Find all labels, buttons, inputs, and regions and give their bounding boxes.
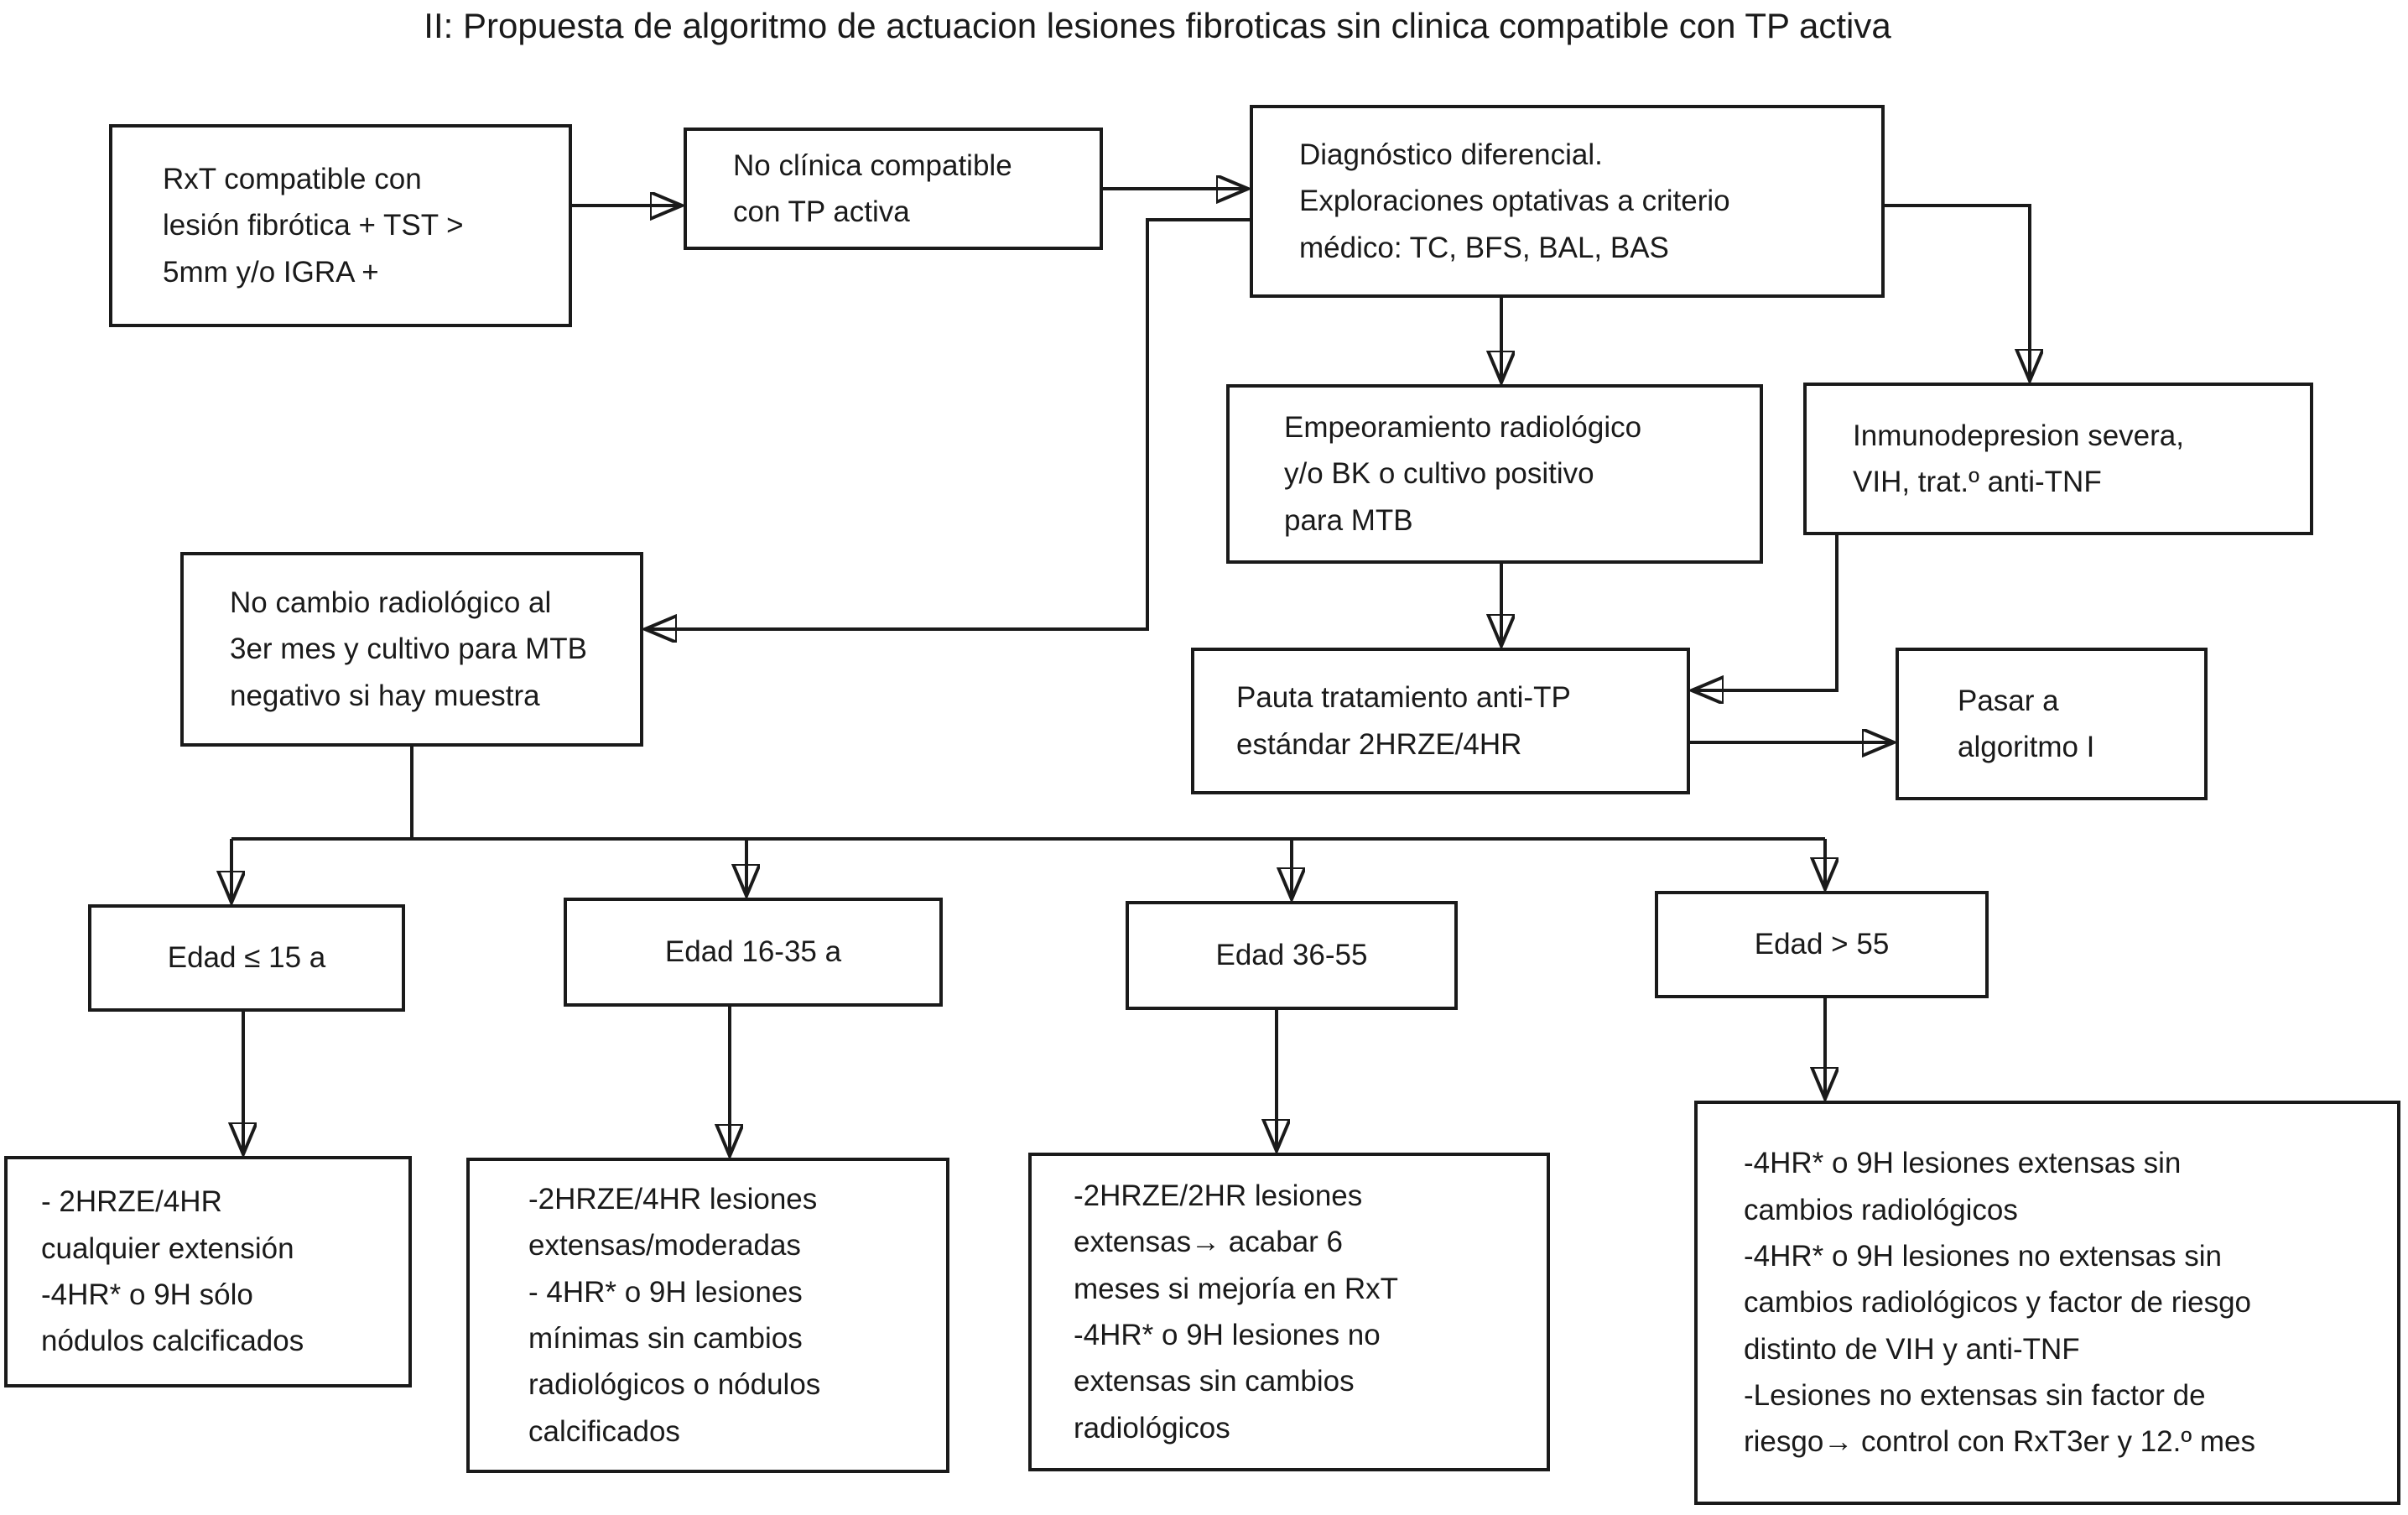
node-edad-mayor-55: Edad > 55 xyxy=(1655,891,1989,998)
node-edad-36-55: Edad 36-55 xyxy=(1126,901,1458,1010)
node-no-clinica: No clínica compatible con TP activa xyxy=(684,128,1103,250)
node-edad-menor-15: Edad ≤ 15 a xyxy=(88,904,405,1012)
node-inmunodepresion: Inmunodepresion severa, VIH, trat.º anti… xyxy=(1803,383,2313,535)
connector-diagnostico-to-inmuno-arrow xyxy=(1883,204,2030,379)
node-pauta-tratamiento: Pauta tratamiento anti-TP estándar 2HRZE… xyxy=(1191,648,1690,794)
node-rxt-compatible: RxT compatible con lesión fibrótica + TS… xyxy=(109,124,572,327)
node-no-cambio-radiologico: No cambio radiológico al 3er mes y culti… xyxy=(180,552,643,747)
node-diagnostico-diferencial: Diagnóstico diferencial. Exploraciones o… xyxy=(1250,105,1885,298)
node-tratamiento-edad-menor-15: - 2HRZE/4HR cualquier extensión -4HR* o … xyxy=(4,1156,412,1387)
connector-diagnostico-to-nocambio-arrow xyxy=(647,218,1250,629)
diagram-title: II: Propuesta de algoritmo de actuacion … xyxy=(424,6,1891,45)
node-tratamiento-edad-mayor-55: -4HR* o 9H lesiones extensas sin cambios… xyxy=(1694,1101,2400,1505)
node-pasar-algoritmo-i: Pasar a algoritmo I xyxy=(1896,648,2208,800)
node-tratamiento-edad-36-55: -2HRZE/2HR lesiones extensas→ acabar 6 m… xyxy=(1028,1153,1550,1471)
connector-inmuno-to-pauta-arrow xyxy=(1693,535,1839,690)
node-edad-16-35: Edad 16-35 a xyxy=(564,898,943,1007)
node-tratamiento-edad-16-35: -2HRZE/4HR lesiones extensas/moderadas -… xyxy=(466,1158,949,1473)
node-empeoramiento-radiologico: Empeoramiento radiológico y/o BK o culti… xyxy=(1226,384,1763,564)
